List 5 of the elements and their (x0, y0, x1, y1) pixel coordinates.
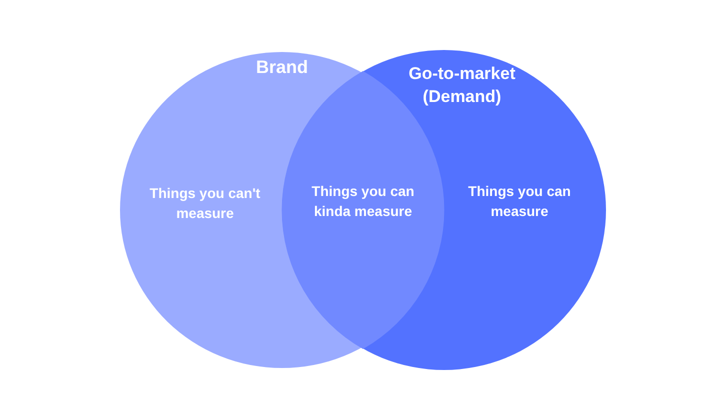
region-label: Things you can kinda measure (310, 182, 416, 221)
region-label: Things you can measure (467, 182, 572, 221)
circle-heading: Go-to-market (Demand) (408, 63, 516, 108)
region-label: Things you can't measure (148, 184, 262, 223)
circle-heading: Brand (254, 56, 309, 79)
